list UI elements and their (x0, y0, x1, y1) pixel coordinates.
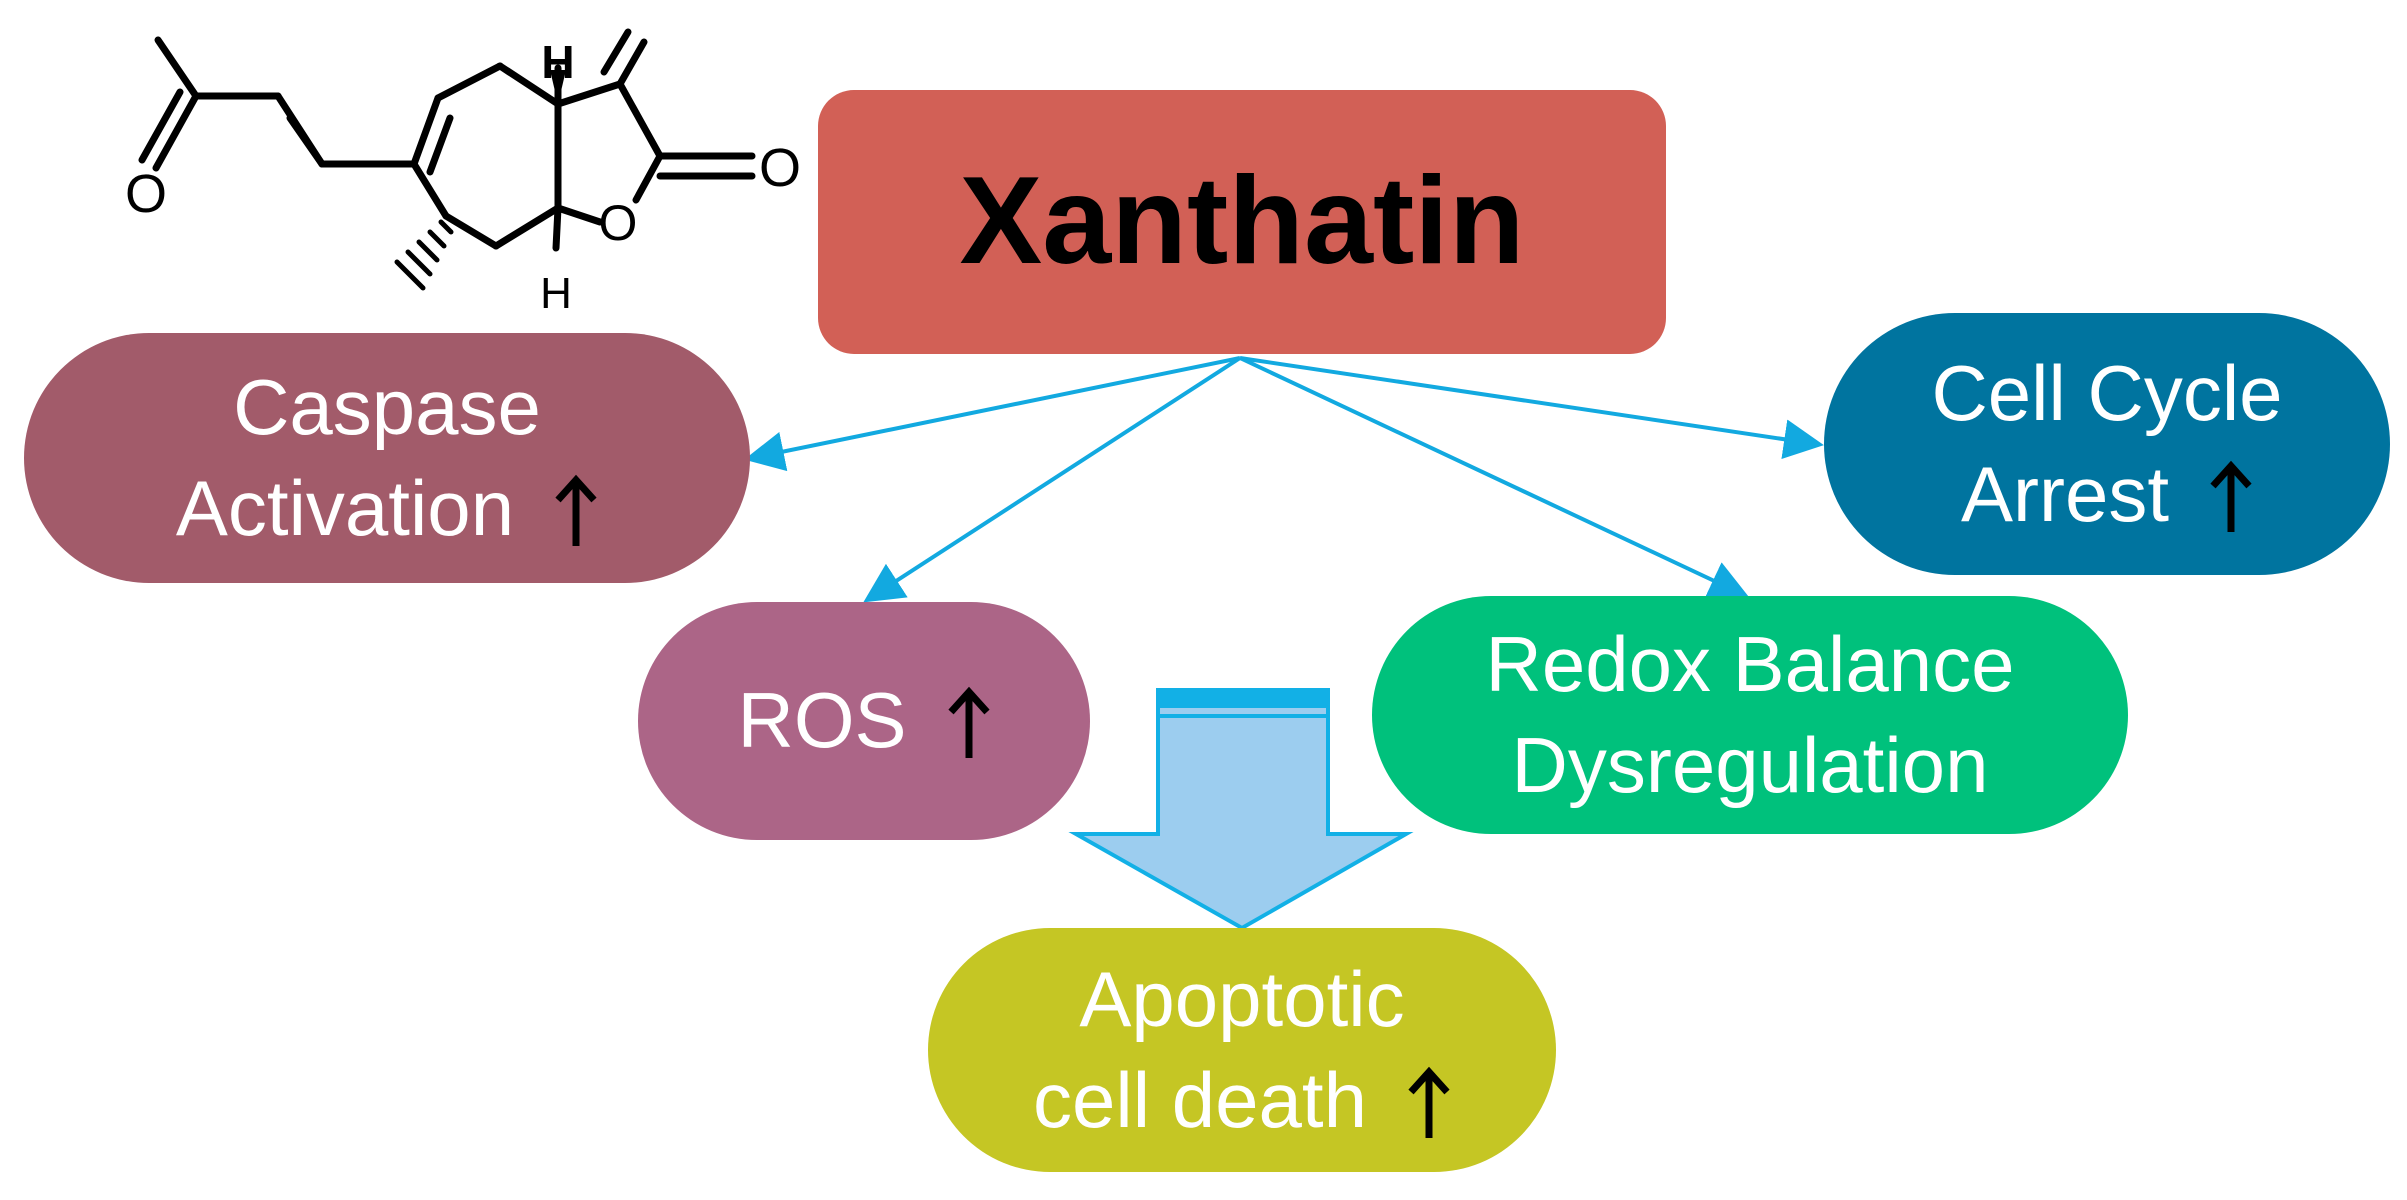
molecule-oxygen-ketone: O (125, 164, 167, 224)
block-arrow-down-icon (1068, 688, 1414, 931)
caspase-activation-node: Caspase Activation (24, 333, 750, 583)
hashed-bond-icon (394, 219, 454, 291)
caspase-label-line2: Activation (175, 464, 515, 552)
caspase-label-line1: Caspase (233, 362, 541, 451)
connector-to-ros (863, 356, 1242, 603)
wedge-bond-icon (550, 70, 566, 104)
redox-label-line2: Dysregulation (1511, 721, 1989, 809)
cell-cycle-label-line2: Arrest (1960, 450, 2170, 538)
up-arrow-icon (2210, 460, 2252, 532)
apoptotic-label-line2: cell death (1033, 1056, 1367, 1144)
up-arrow-icon (555, 474, 597, 546)
redox-balance-node: Redox Balance Dysregulation (1372, 596, 2128, 834)
xanthatin-molecule-structure (138, 28, 756, 252)
redox-label-line1: Redox Balance (1485, 619, 2015, 708)
molecule-oxygen-ring: O (599, 195, 638, 251)
molecule-oxygen-carbonyl: O (759, 138, 801, 198)
connector-to-caspase (744, 356, 1241, 472)
page-title: Xanthatin (959, 152, 1525, 291)
cell-cycle-label-line1: Cell Cycle (1931, 348, 2283, 437)
up-arrow-icon (1408, 1066, 1450, 1138)
molecule-hydrogen-bottom: H (540, 269, 572, 318)
cell-cycle-arrest-node: Cell Cycle Arrest (1824, 313, 2390, 575)
molecule-hydrogen-top: H (541, 36, 574, 88)
connector-to-redox (1239, 356, 1750, 599)
xanthatin-title-box: Xanthatin (818, 90, 1666, 354)
ros-label: ROS (737, 676, 907, 765)
ros-node: ROS (638, 602, 1090, 840)
up-arrow-icon (947, 686, 990, 758)
apoptotic-label-line1: Apoptotic (1079, 954, 1405, 1043)
connector-to-cell-cycle (1239, 356, 1824, 460)
apoptotic-cell-death-node: Apoptotic cell death (928, 928, 1556, 1172)
